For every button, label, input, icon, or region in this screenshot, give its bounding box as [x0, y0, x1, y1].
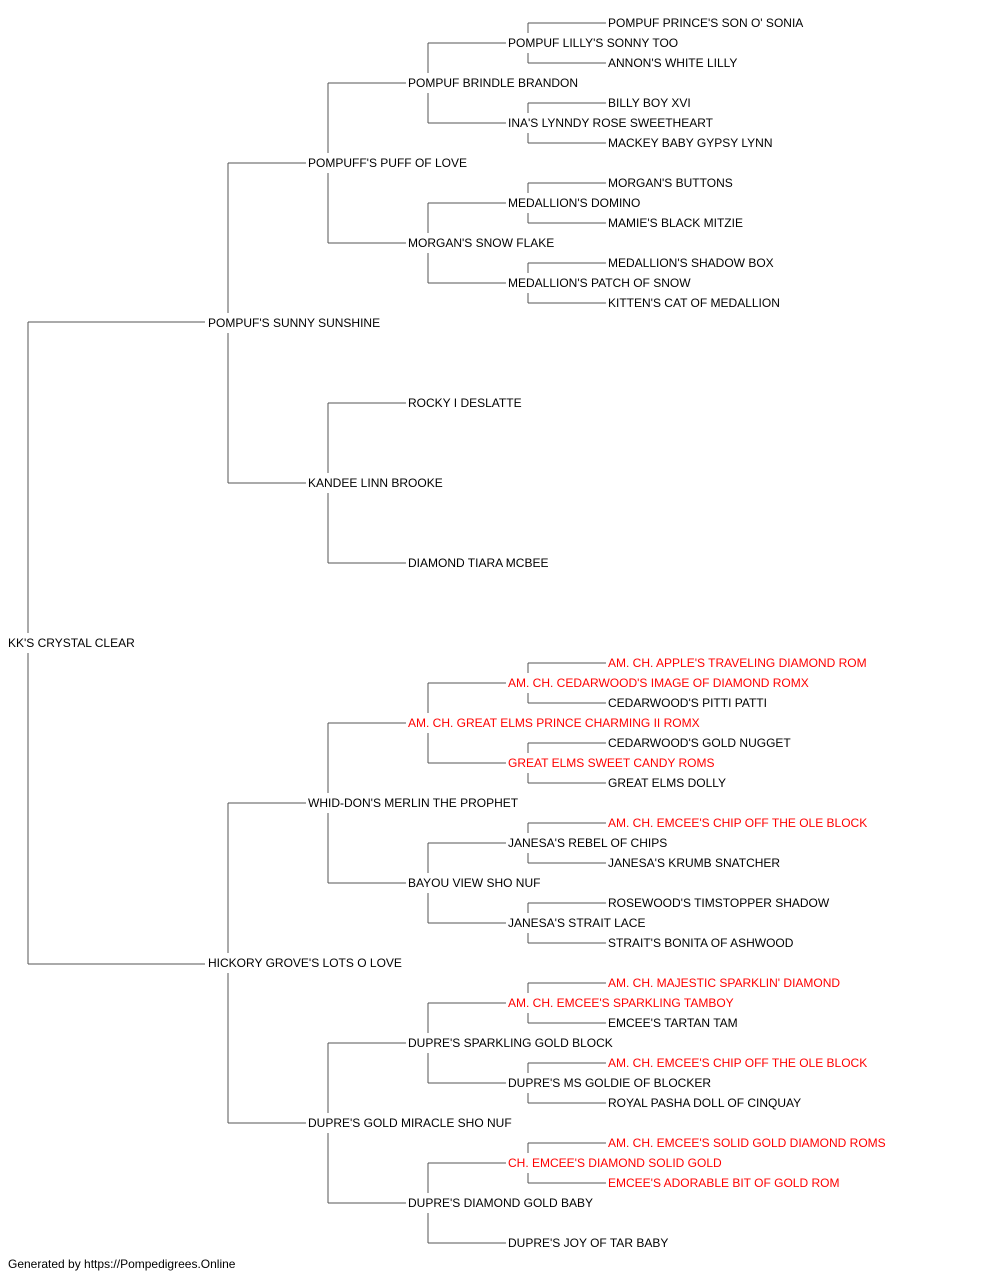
dog-name-gen2: KANDEE LINN BROOKE: [308, 476, 443, 490]
dog-name-gen2: WHID-DON'S MERLIN THE PROPHET: [308, 796, 519, 810]
dog-name-gen1: POMPUF'S SUNNY SUNSHINE: [208, 316, 381, 330]
dog-name-gen4: AM. CH. CEDARWOOD'S IMAGE OF DIAMOND ROM…: [508, 676, 809, 690]
dog-name-gen5: ROYAL PASHA DOLL OF CINQUAY: [608, 1096, 802, 1110]
dog-name-gen5: EMCEE'S TARTAN TAM: [608, 1016, 738, 1030]
dog-name-gen5: STRAIT'S BONITA OF ASHWOOD: [608, 936, 794, 950]
dog-name-gen4: CH. EMCEE'S DIAMOND SOLID GOLD: [508, 1156, 722, 1170]
dog-name-gen4: INA'S LYNNDY ROSE SWEETHEART: [508, 116, 714, 130]
dog-name-gen2: POMPUFF'S PUFF OF LOVE: [308, 156, 467, 170]
dog-name-gen5: ROSEWOOD'S TIMSTOPPER SHADOW: [608, 896, 830, 910]
dog-name-gen5: MAMIE'S BLACK MITZIE: [608, 216, 743, 230]
dog-name-gen4: POMPUF LILLY'S SONNY TOO: [508, 36, 679, 50]
dog-name-gen4: DUPRE'S MS GOLDIE OF BLOCKER: [508, 1076, 711, 1090]
dog-name-gen5: KITTEN'S CAT OF MEDALLION: [608, 296, 780, 310]
dog-name-gen5: AM. CH. APPLE'S TRAVELING DIAMOND ROM: [608, 656, 867, 670]
dog-name-gen4: GREAT ELMS SWEET CANDY ROMS: [508, 756, 715, 770]
dog-name-gen5: EMCEE'S ADORABLE BIT OF GOLD ROM: [608, 1176, 840, 1190]
dog-name-gen3: DIAMOND TIARA MCBEE: [408, 556, 549, 570]
dog-name-gen3: MORGAN'S SNOW FLAKE: [408, 236, 555, 250]
dog-name-gen5: AM. CH. EMCEE'S CHIP OFF THE OLE BLOCK: [608, 1056, 868, 1070]
dog-name-gen4: JANESA'S REBEL OF CHIPS: [508, 836, 668, 850]
dog-name-gen5: GREAT ELMS DOLLY: [608, 776, 727, 790]
dog-name-gen5: MEDALLION'S SHADOW BOX: [608, 256, 774, 270]
dog-name-gen3: DUPRE'S SPARKLING GOLD BLOCK: [408, 1036, 613, 1050]
dog-name-gen3: AM. CH. GREAT ELMS PRINCE CHARMING II RO…: [408, 716, 700, 730]
dog-name-gen5: CEDARWOOD'S PITTI PATTI: [608, 696, 767, 710]
dog-name-gen4: MEDALLION'S DOMINO: [508, 196, 641, 210]
dog-name-gen5: ANNON'S WHITE LILLY: [608, 56, 738, 70]
dog-name-gen3: ROCKY I DESLATTE: [408, 396, 522, 410]
dog-name-gen4: JANESA'S STRAIT LACE: [508, 916, 646, 930]
dog-name-gen5: POMPUF PRINCE'S SON O' SONIA: [608, 16, 804, 30]
dog-name-gen2: DUPRE'S GOLD MIRACLE SHO NUF: [308, 1116, 512, 1130]
dog-name-gen5: MACKEY BABY GYPSY LYNN: [608, 136, 773, 150]
dog-name-gen5: AM. CH. EMCEE'S CHIP OFF THE OLE BLOCK: [608, 816, 868, 830]
dog-name-gen5: MORGAN'S BUTTONS: [608, 176, 733, 190]
dog-name-gen4: AM. CH. EMCEE'S SPARKLING TAMBOY: [508, 996, 734, 1010]
dog-name-gen5: AM. CH. EMCEE'S SOLID GOLD DIAMOND ROMS: [608, 1136, 886, 1150]
dog-name-gen5: AM. CH. MAJESTIC SPARKLIN' DIAMOND: [608, 976, 841, 990]
dog-name-gen0: KK'S CRYSTAL CLEAR: [8, 636, 135, 650]
dog-name-gen4: DUPRE'S JOY OF TAR BABY: [508, 1236, 669, 1250]
dog-name-gen5: CEDARWOOD'S GOLD NUGGET: [608, 736, 791, 750]
dog-name-gen1: HICKORY GROVE'S LOTS O LOVE: [208, 956, 402, 970]
dog-name-gen3: POMPUF BRINDLE BRANDON: [408, 76, 579, 90]
dog-name-gen3: DUPRE'S DIAMOND GOLD BABY: [408, 1196, 593, 1210]
footer-credit: Generated by https://Pompedigrees.Online: [8, 1257, 236, 1271]
dog-name-gen5: BILLY BOY XVI: [608, 96, 691, 110]
dog-name-gen5: JANESA'S KRUMB SNATCHER: [608, 856, 781, 870]
dog-name-gen3: BAYOU VIEW SHO NUF: [408, 876, 541, 890]
dog-name-gen4: MEDALLION'S PATCH OF SNOW: [508, 276, 691, 290]
